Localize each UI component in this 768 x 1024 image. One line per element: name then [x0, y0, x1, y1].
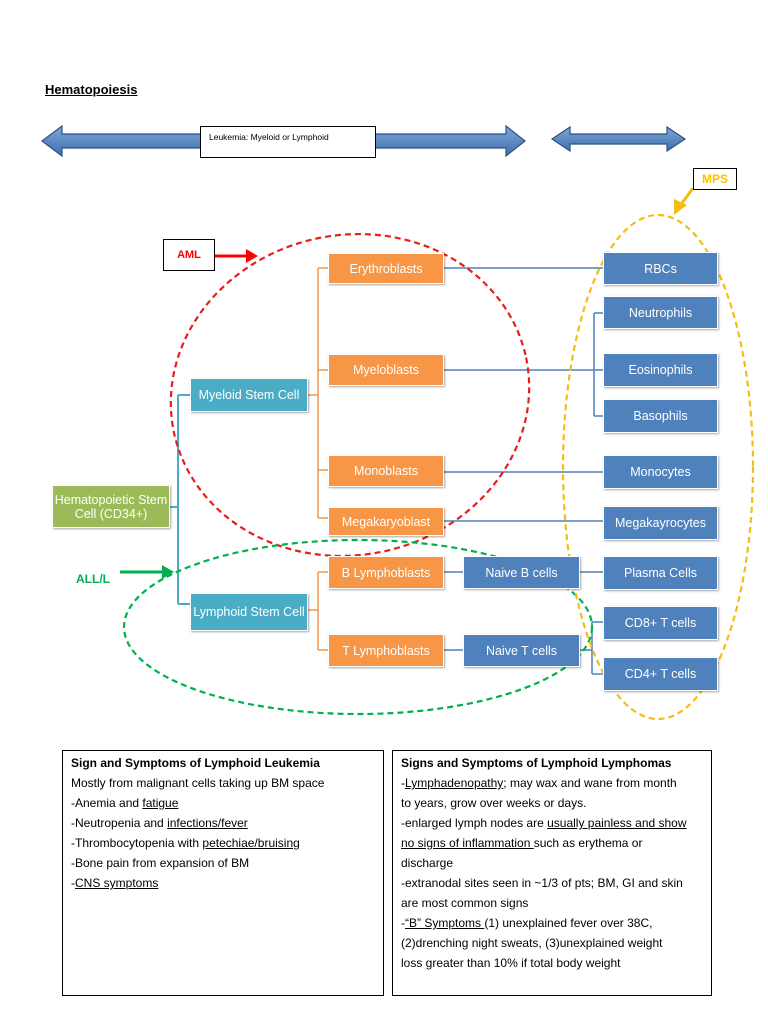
node-myeloid-stem-cell: Myeloid Stem Cell — [190, 378, 308, 412]
mps-ellipse — [561, 213, 755, 721]
node-naive-b-cells: Naive B cells — [463, 556, 580, 589]
node-myeloblasts: Myeloblasts — [328, 354, 444, 386]
node-naive-t-cells: Naive T cells — [463, 634, 580, 667]
line-underlined: usually painless and show — [547, 816, 687, 830]
line-underlined: “B” Symptoms — [405, 916, 485, 930]
lymphoma-box-line: no signs of inflammation such as erythem… — [401, 833, 703, 853]
node-plasma-cells: Plasma Cells — [603, 556, 718, 590]
node-rbcs: RBCs — [603, 252, 718, 285]
node-eosinophils: Eosinophils — [603, 353, 718, 387]
node-megakaryocytes: Megakayrocytes — [603, 506, 718, 540]
node-megakaryoblast: Megakaryoblast — [328, 507, 444, 536]
lymphoma-box-line: (2)drenching night sweats, (3)unexplaine… — [401, 936, 663, 950]
node-neutrophils: Neutrophils — [603, 296, 718, 329]
mps-label: MPS — [693, 168, 737, 190]
node-b-lymphoblasts: B Lymphoblasts — [328, 556, 444, 589]
lymphoma-symptoms-box: Signs and Symptoms of Lymphoid Lymphomas… — [392, 750, 712, 996]
node-cd8-t-cells: CD8+ T cells — [603, 606, 718, 640]
aml-label: AML — [163, 239, 215, 271]
line-text: (1) unexplained fever over 38C, — [484, 916, 653, 930]
all-label: ALL/L — [76, 572, 110, 586]
line-underlined: infections/fever — [167, 816, 248, 830]
node-basophils: Basophils — [603, 399, 718, 433]
leukemia-box-line: -Bone pain from expansion of BM — [71, 856, 250, 870]
lymphoma-box-line: -enlarged lymph nodes are usually painle… — [401, 813, 703, 833]
mps-double-arrow — [550, 125, 687, 153]
line-text: - — [71, 876, 75, 890]
line-text: - — [401, 776, 405, 790]
line-underlined: no signs of inflammation — [401, 836, 534, 850]
all-ellipse — [122, 538, 594, 716]
lymphoma-box-line: loss greater than 10% if total body weig… — [401, 956, 621, 970]
lymphoma-box-line: discharge — [401, 856, 454, 870]
line-text: - — [401, 916, 405, 930]
line-text: -enlarged lymph nodes are — [401, 816, 548, 830]
node-hematopoietic-stem-cell: Hematopoietic Stem Cell (CD34+) — [52, 485, 170, 528]
line-text: -Anemia and — [71, 796, 143, 810]
line-underlined: fatigue — [142, 796, 179, 810]
leukemia-box-title: Sign and Symptoms of Lymphoid Leukemia — [71, 756, 320, 770]
line-text: -Thrombocytopenia with — [71, 836, 203, 850]
leukemia-label: Leukemia: Myeloid or Lymphoid — [200, 126, 376, 158]
lymphoma-box-line: -“B” Symptoms (1) unexplained fever over… — [401, 913, 703, 933]
node-lymphoid-stem-cell: Lymphoid Stem Cell — [190, 593, 308, 631]
line-text: such as erythema or — [533, 836, 643, 850]
line-text: ; may wax and wane from month — [503, 776, 677, 790]
line-underlined: CNS symptoms — [75, 876, 159, 890]
lymphoma-box-title: Signs and Symptoms of Lymphoid Lymphomas — [401, 756, 672, 770]
hsc-connectors — [170, 394, 190, 605]
node-monoblasts: Monoblasts — [328, 455, 444, 487]
node-monocytes: Monocytes — [603, 455, 718, 489]
node-erythroblasts: Erythroblasts — [328, 253, 444, 284]
page-title: Hematopoiesis — [45, 82, 138, 97]
line-underlined: petechiae/bruising — [202, 836, 300, 850]
leukemia-box-line: -Neutropenia and infections/fever — [71, 813, 375, 833]
lymphoma-box-line: are most common signs — [401, 896, 529, 910]
leukemia-box-line: -Thrombocytopenia with petechiae/bruisin… — [71, 833, 375, 853]
mps-arrow — [674, 187, 695, 215]
aml-arrow — [215, 249, 258, 263]
lymphoid-connectors — [308, 571, 328, 651]
leukemia-box-line: -Anemia and fatigue — [71, 793, 375, 813]
mature-connectors — [444, 267, 603, 675]
line-underlined: Lymphadenopathy — [405, 776, 504, 790]
lymphoma-box-line: to years, grow over weeks or days. — [401, 796, 587, 810]
myeloid-connectors — [308, 267, 328, 519]
leukemia-box-line: Mostly from malignant cells taking up BM… — [71, 776, 325, 790]
lymphoma-box-line: -extranodal sites seen in ~1/3 of pts; B… — [401, 876, 683, 890]
leukemia-symptoms-box: Sign and Symptoms of Lymphoid Leukemia M… — [62, 750, 384, 996]
aml-ellipse — [169, 232, 531, 558]
lymphoma-box-line: -Lymphadenopathy; may wax and wane from … — [401, 773, 703, 793]
leukemia-box-line: -CNS symptoms — [71, 873, 375, 893]
node-cd4-t-cells: CD4+ T cells — [603, 657, 718, 691]
line-text: -Neutropenia and — [71, 816, 168, 830]
node-t-lymphoblasts: T Lymphoblasts — [328, 634, 444, 667]
all-arrow — [120, 565, 174, 579]
